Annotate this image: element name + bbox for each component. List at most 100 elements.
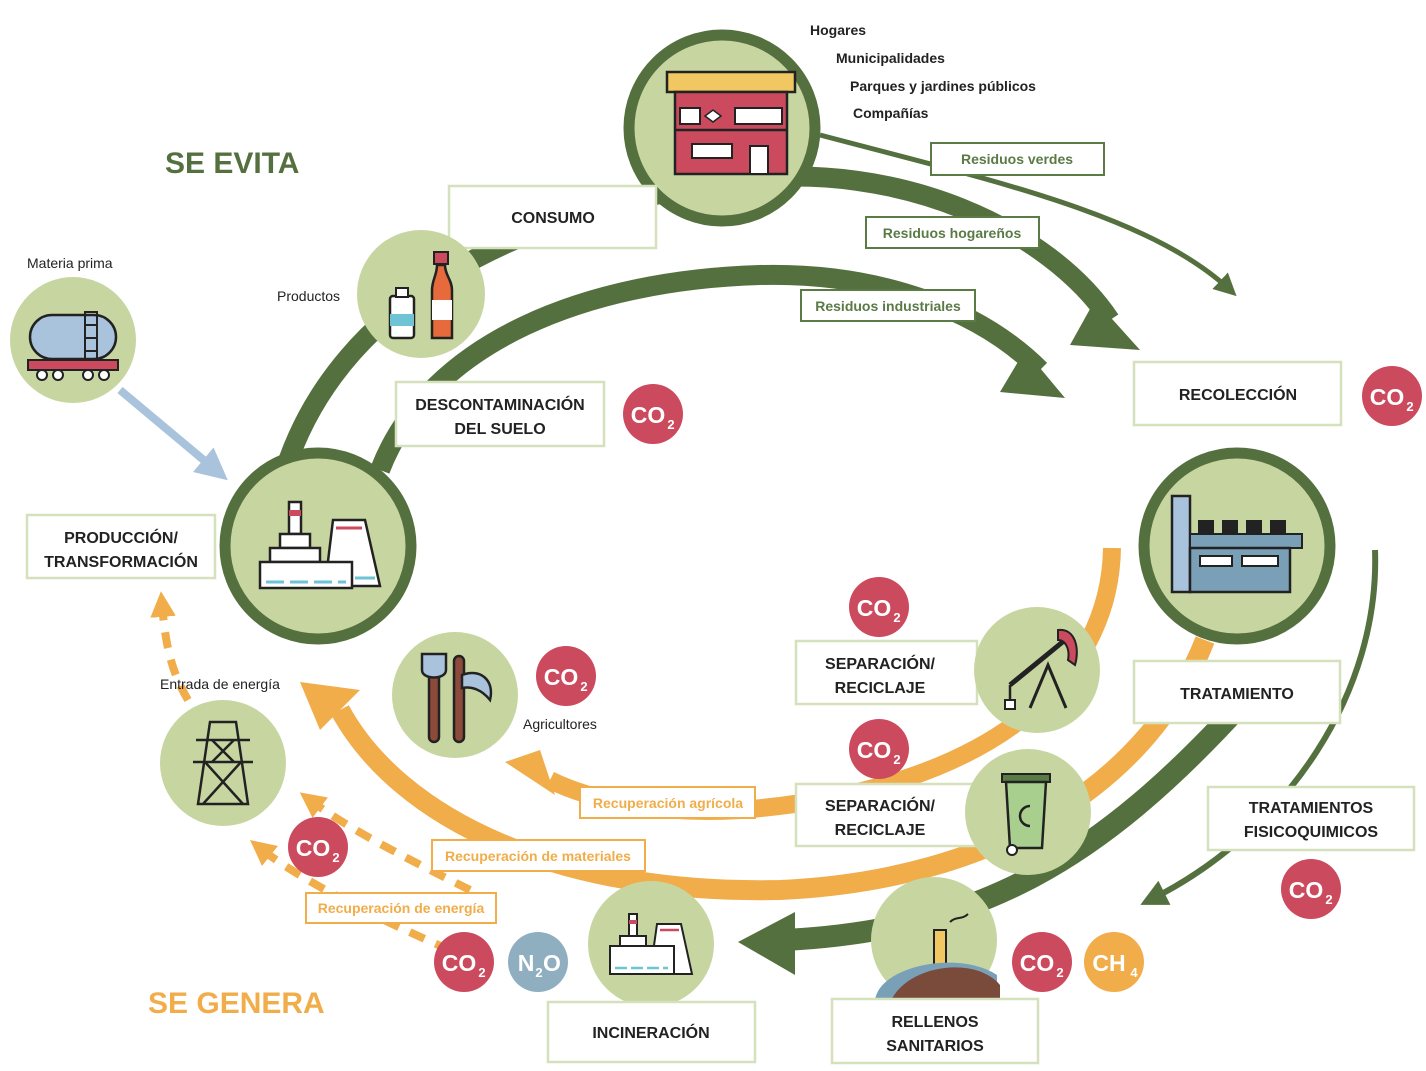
svg-text:2: 2 (478, 965, 485, 980)
household-waste-label: Residuos hogareños (883, 225, 1022, 241)
treatment-label: TRATAMIENTO (1180, 686, 1294, 703)
svg-text:CO: CO (857, 737, 892, 763)
oil-pump-node (974, 607, 1100, 733)
co2-badge-energy: CO 2 (288, 817, 348, 877)
svg-text:CO: CO (1289, 877, 1324, 903)
svg-text:2: 2 (893, 610, 900, 625)
agri-arrow-head (505, 750, 555, 795)
incineration-node (588, 881, 714, 1007)
pumpjack-icon (1004, 628, 1078, 710)
raw-material-node (10, 277, 136, 403)
treatment-node (1138, 447, 1336, 645)
svg-text:2: 2 (667, 417, 674, 432)
separation-2-line1: SEPARACIÓN/ (825, 796, 935, 815)
landfill-icon (875, 913, 1000, 1003)
svg-text:CO: CO (1020, 950, 1055, 976)
incineration-arrow-head (738, 912, 795, 975)
energy-input-label: Entrada de energía (160, 676, 280, 692)
farmers-node (392, 632, 518, 758)
collection-label: RECOLECCIÓN (1179, 385, 1297, 404)
raw-material-label: Materia prima (27, 255, 113, 271)
recovery-flow-labels: Recuperación agrícola Recuperación de ma… (305, 786, 756, 924)
source-parks: Parques y jardines públicos (850, 78, 1036, 94)
svg-text:CO: CO (442, 950, 477, 976)
svg-text:CH: CH (1092, 950, 1125, 976)
separation-1-line2: RECICLAJE (835, 680, 926, 697)
soil-decontamination-line1: DESCONTAMINACIÓN (415, 395, 584, 414)
consumption-label: CONSUMO (511, 210, 595, 227)
svg-text:CO: CO (631, 402, 666, 428)
svg-text:2: 2 (332, 850, 339, 865)
tanker-icon (27, 311, 119, 381)
incineration-box (546, 1000, 757, 1064)
co2-badge-landfill: CO 2 (1012, 932, 1072, 992)
ch4-badge-landfill: CH 4 (1084, 932, 1144, 992)
recycle-bin-node (965, 749, 1091, 875)
n2o-badge-incineration: N 2 O (508, 932, 568, 992)
production-box (25, 513, 217, 580)
svg-text:2: 2 (1406, 399, 1413, 414)
household-arrow-head (1070, 300, 1140, 350)
co2-badge-incineration: CO 2 (434, 932, 494, 992)
co2-badge-separation-2: CO 2 (849, 719, 909, 779)
landfill-line2: SANITARIOS (886, 1038, 984, 1055)
industrial-arrow-head (1000, 350, 1065, 398)
farmers-label: Agricultores (523, 716, 597, 732)
incinerator-icon (609, 913, 694, 975)
incineration-label: INCINERACIÓN (592, 1023, 709, 1042)
production-line2: TRANSFORMACIÓN (44, 552, 198, 571)
waste-flow-labels: Residuos verdes Residuos hogareños Resid… (800, 142, 1105, 322)
separation-1-line1: SEPARACIÓN/ (825, 654, 935, 673)
physchem-line2: FISICOQUIMICOS (1244, 824, 1379, 841)
soil-decontamination-box (394, 380, 606, 448)
svg-text:2: 2 (535, 965, 542, 980)
svg-text:2: 2 (893, 752, 900, 767)
industrial-waste-label: Residuos industriales (815, 298, 961, 314)
energy-recovery-label: Recuperación de energía (318, 900, 485, 916)
co2-badge-farmers: CO 2 (536, 646, 596, 706)
svg-text:O: O (543, 950, 561, 976)
collection-box (1132, 360, 1343, 427)
energy-node (160, 700, 286, 826)
production-node (219, 447, 417, 645)
svg-text:4: 4 (1130, 965, 1138, 980)
co2-badge-separation-1: CO 2 (849, 577, 909, 637)
recycle-bin-icon (1001, 773, 1051, 856)
svg-text:2: 2 (1056, 965, 1063, 980)
source-municipalities: Municipalidades (836, 50, 945, 66)
power-tower-icon (193, 720, 253, 806)
materials-arrow-head (300, 682, 360, 730)
svg-text:CO: CO (544, 664, 579, 690)
tools-icon (420, 652, 493, 744)
heading-avoided: SE EVITA (165, 147, 299, 180)
bottles-icon (388, 251, 454, 340)
co2-badge-physchem: CO 2 (1281, 859, 1341, 919)
separation-2-line2: RECICLAJE (835, 822, 926, 839)
co2-badge-soil: CO 2 (623, 384, 683, 444)
source-companies: Compañías (853, 105, 929, 121)
svg-text:CO: CO (857, 595, 892, 621)
landfill-line1: RELLENOS (891, 1014, 978, 1031)
products-node (357, 230, 485, 358)
products-label: Productos (277, 288, 340, 304)
svg-text:N: N (518, 950, 535, 976)
raw-material-arrow (117, 386, 228, 481)
material-recovery-label: Recuperación de materiales (445, 848, 631, 864)
svg-text:CO: CO (1370, 384, 1405, 410)
physchem-line1: TRATAMIENTOS (1249, 800, 1374, 817)
svg-text:2: 2 (1325, 892, 1332, 907)
svg-text:2: 2 (580, 679, 587, 694)
production-line1: PRODUCCIÓN/ (64, 528, 178, 547)
landfill-box (830, 997, 1040, 1065)
heading-generated: SE GENERA (148, 987, 325, 1020)
soil-decontamination-line2: DEL SUELO (454, 421, 545, 438)
building-icon (665, 70, 797, 176)
svg-text:CO: CO (296, 835, 331, 861)
agri-recovery-label: Recuperación agrícola (593, 795, 743, 811)
physchem-box (1206, 785, 1416, 852)
factory-icon (258, 500, 382, 590)
landfill-node (871, 877, 1000, 1003)
consumption-box (447, 184, 658, 250)
green-waste-label: Residuos verdes (961, 151, 1073, 167)
